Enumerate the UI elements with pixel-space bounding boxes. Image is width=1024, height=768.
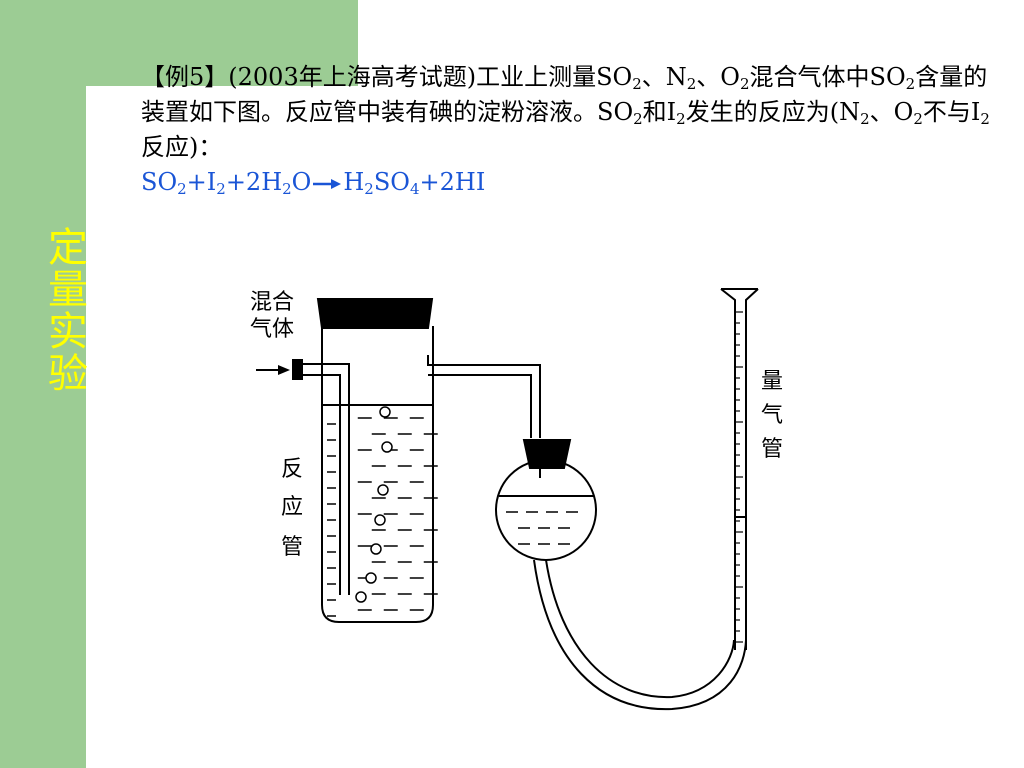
burette-label-1: 量 xyxy=(761,369,783,394)
problem-text-part: 【例5】(2003年上海高考试题)工业上测量SO xyxy=(141,63,633,91)
problem-text-part: 含量的装置如下图。反应管中装有碘的淀粉溶液。SO xyxy=(141,63,988,126)
gas-bubble xyxy=(374,514,386,526)
reaction-tube-label-2: 应 xyxy=(281,495,303,520)
problem-text-part: 混合气体中SO xyxy=(749,63,906,91)
gas-bubble xyxy=(381,441,393,453)
connecting-hose xyxy=(545,559,735,699)
subscript: 2 xyxy=(216,180,226,198)
top-band xyxy=(86,0,358,86)
sidebar-title: 定量实验 xyxy=(41,226,87,394)
equation-part: +2H xyxy=(225,168,283,196)
gas-bubble xyxy=(370,543,382,555)
subscript: 4 xyxy=(409,180,420,198)
equation-part: O xyxy=(291,168,312,196)
problem-text-part: 和I xyxy=(642,98,677,126)
reaction-tube xyxy=(321,326,434,623)
subscript: 2 xyxy=(632,75,642,93)
problem-text-part: 不与I xyxy=(922,98,981,126)
reaction-tube-label-3: 管 xyxy=(281,535,303,560)
burette-label-3: 管 xyxy=(761,437,783,462)
gas-bubble xyxy=(355,591,367,603)
inlet-nub xyxy=(292,359,303,380)
reaction-tube-label-1: 反 xyxy=(281,457,303,482)
reaction-arrow-icon xyxy=(313,178,342,189)
subscript: 2 xyxy=(177,180,187,198)
problem-text: 【例5】(2003年上海高考试题)工业上测量SO2、N2、O2混合气体中SO2含… xyxy=(141,60,1001,200)
subscript: 2 xyxy=(905,75,916,93)
gas-bubble xyxy=(365,572,377,584)
burette-label-2: 气 xyxy=(761,403,783,428)
subscript: 2 xyxy=(686,75,697,93)
inlet-arrow-icon xyxy=(278,365,290,375)
flask-stopper xyxy=(522,439,572,469)
equation-part: H xyxy=(343,168,365,196)
sidebar-band xyxy=(0,0,86,768)
equation-part: +2HI xyxy=(419,168,486,196)
equation-part: SO xyxy=(373,168,410,196)
subscript: 2 xyxy=(633,110,643,128)
gas-label-line1: 混合 xyxy=(250,290,294,315)
subscript: 2 xyxy=(913,110,923,128)
problem-text-part: 、O xyxy=(696,63,740,91)
equation-part: +I xyxy=(186,168,217,196)
problem-text-part: 反应)： xyxy=(141,133,223,161)
subscript: 2 xyxy=(364,180,374,198)
subscript: 2 xyxy=(860,110,870,128)
gas-outlet-tube xyxy=(427,355,541,438)
gas-burette xyxy=(720,288,759,650)
gas-label-line2: 气体 xyxy=(250,317,294,342)
gas-bubble xyxy=(379,406,391,418)
subscript: 2 xyxy=(282,180,292,198)
subscript: 2 xyxy=(739,75,750,93)
subscript: 2 xyxy=(676,110,686,128)
problem-text-part: 、O xyxy=(869,98,914,126)
tube-stopper xyxy=(316,298,434,329)
spherical-flask xyxy=(495,459,597,561)
gas-inlet-tube xyxy=(300,363,350,595)
gas-bubble xyxy=(377,484,389,496)
equation-part: SO xyxy=(141,168,178,196)
problem-text-part: 、N xyxy=(641,63,687,91)
problem-text-part: 发生的反应为(N xyxy=(685,98,861,126)
subscript: 2 xyxy=(980,110,990,128)
